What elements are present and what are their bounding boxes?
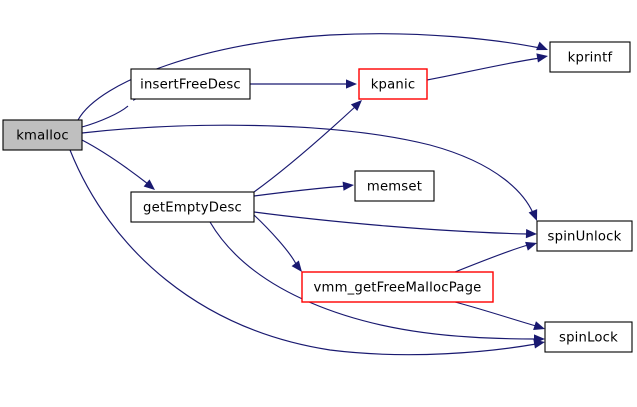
edge-line — [69, 149, 537, 356]
edge-line — [454, 301, 537, 327]
node-memset[interactable]: memset — [354, 170, 435, 202]
edge-getEmptyDesc-to-memset — [253, 181, 354, 197]
node-box[interactable] — [130, 68, 251, 100]
node-vmm_getFreeMallocPage[interactable]: vmm_getFreeMallocPage — [301, 271, 494, 303]
arrowhead-icon — [525, 241, 537, 251]
node-insertFreeDesc[interactable]: insertFreeDesc — [130, 68, 251, 100]
node-label: memset — [367, 180, 422, 195]
edge-getEmptyDesc-to-spinUnlock — [253, 211, 537, 239]
node-kprintf[interactable]: kprintf — [549, 41, 631, 73]
edge-line — [426, 57, 541, 81]
node-box[interactable] — [130, 191, 255, 223]
node-box[interactable] — [358, 68, 428, 100]
edge-line — [253, 105, 357, 193]
edge-getEmptyDesc-to-kpanic — [253, 100, 362, 193]
node-spinLock[interactable]: spinLock — [544, 321, 633, 353]
arrowhead-icon — [350, 100, 362, 111]
edge-line — [81, 124, 534, 214]
edge-vmm_getFreeMallocPage-to-spinLock — [454, 301, 545, 330]
node-getEmptyDesc[interactable]: getEmptyDesc — [130, 191, 255, 223]
edge-kmalloc-to-spinUnlock — [81, 124, 538, 221]
node-label: kpanic — [371, 78, 416, 93]
node-box[interactable] — [544, 321, 633, 353]
edge-kmalloc-to-spinLock — [69, 149, 545, 356]
arrowhead-icon — [525, 229, 537, 239]
arrowhead-icon — [533, 339, 545, 349]
edge-kmalloc-to-kprintf — [77, 33, 548, 121]
node-spinUnlock[interactable]: spinUnlock — [536, 220, 633, 252]
edge-line — [253, 185, 347, 197]
node-box[interactable] — [549, 41, 631, 73]
edge-line — [81, 139, 149, 185]
node-label: insertFreeDesc — [140, 78, 241, 93]
edge-insertFreeDesc-to-kpanic — [250, 79, 357, 89]
node-box[interactable] — [536, 220, 633, 252]
edge-kpanic-to-kprintf — [426, 53, 548, 81]
edge-line — [81, 105, 129, 128]
node-label: spinLock — [559, 331, 618, 346]
nodes-layer: kmalloc insertFreeDesc kpanic kprintf getEmp… — [2, 41, 633, 353]
arrowhead-icon — [536, 41, 548, 51]
node-box[interactable] — [301, 271, 494, 303]
node-label: getEmptyDesc — [143, 201, 242, 216]
edge-line — [253, 211, 529, 235]
arrowhead-icon — [536, 53, 548, 63]
edge-kmalloc-to-getEmptyDesc — [81, 139, 155, 190]
arrowhead-icon — [143, 179, 155, 190]
node-label: vmm_getFreeMallocPage — [314, 281, 482, 296]
arrowhead-icon — [346, 79, 357, 89]
node-kpanic[interactable]: kpanic — [358, 68, 428, 100]
edge-getEmptyDesc-to-vmm_getFreeMallocPage — [253, 214, 302, 272]
edge-line — [77, 33, 541, 121]
arrowhead-icon — [528, 209, 538, 221]
edge-vmm_getFreeMallocPage-to-spinUnlock — [454, 241, 537, 273]
node-label: kmalloc — [16, 129, 69, 144]
arrowhead-icon — [291, 260, 302, 272]
edges-layer — [69, 33, 548, 356]
node-box[interactable] — [354, 170, 435, 202]
edge-line — [209, 221, 537, 340]
edge-line — [454, 244, 529, 273]
edge-line — [253, 214, 297, 265]
node-box[interactable] — [2, 119, 83, 151]
node-label: kprintf — [568, 51, 613, 66]
arrowhead-icon — [342, 181, 354, 191]
node-kmalloc[interactable]: kmalloc — [2, 119, 83, 151]
node-label: spinUnlock — [548, 230, 622, 245]
arrowhead-icon — [533, 321, 545, 330]
